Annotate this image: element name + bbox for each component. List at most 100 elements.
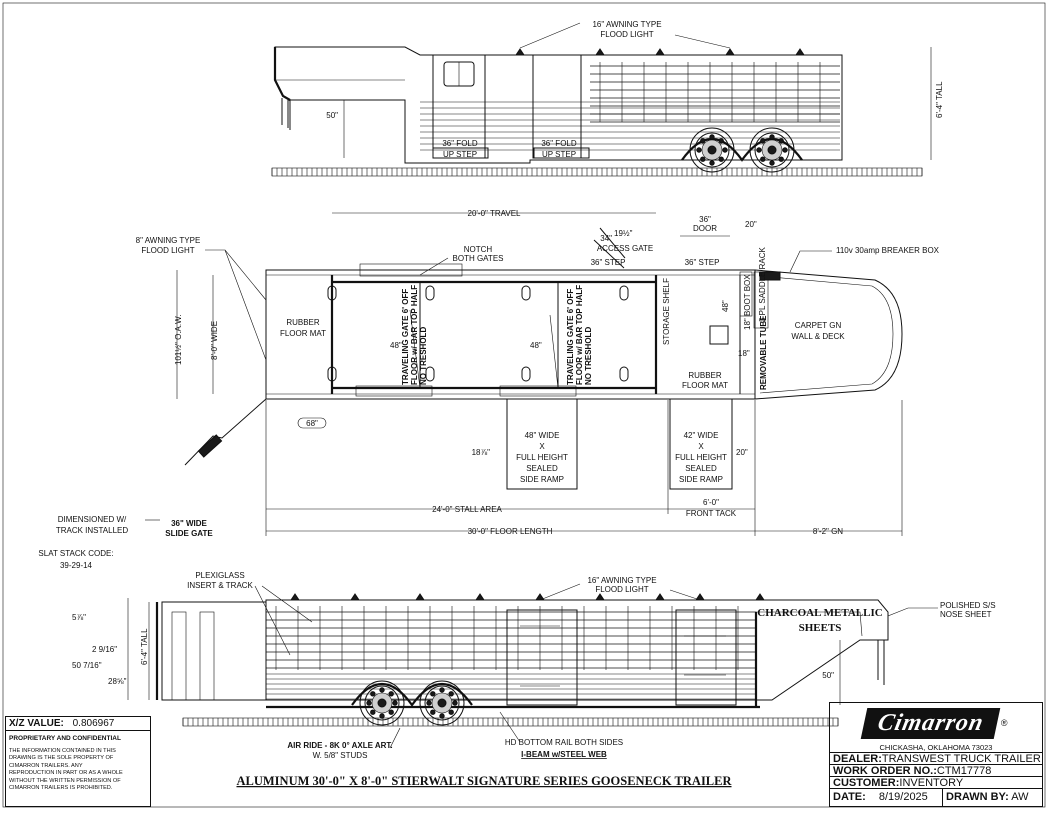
- slide-gate-b: SLIDE GATE: [165, 529, 213, 538]
- awning-plan-a: 8" AWNING TYPE: [136, 236, 201, 245]
- date-label: DATE:: [833, 791, 866, 803]
- dim-5-7-8: 5⅞": [72, 613, 86, 622]
- awning-bottom-b: FLOOD LIGHT: [595, 585, 648, 594]
- customer-label: CUSTOMER:: [833, 777, 900, 788]
- dim-19: 19½": [614, 229, 633, 238]
- dim-18-c: 18": [738, 349, 750, 358]
- polished-b: NOSE SHEET: [940, 610, 992, 619]
- slat-code-a: SLAT STACK CODE:: [38, 549, 113, 558]
- dealer-row: DEALER:TRANSWEST TRUCK TRAILER RV: [830, 752, 1042, 764]
- bottom-side-door-1: [506, 609, 578, 706]
- flood-top-label: FLOOD LIGHT: [600, 30, 653, 39]
- front-tack-a: 6'-0": [703, 498, 719, 507]
- door-36-a: 36": [699, 215, 711, 224]
- gate1-b: FLOOR w/ BAR TOP HALF: [410, 285, 419, 385]
- legal-line-4: REPRODUCTION IN PART OR AS A WHOLE: [9, 770, 123, 777]
- carpet-a: CARPET GN: [795, 321, 842, 330]
- slide-gate-a: 36" WIDE: [171, 519, 207, 528]
- top-elevation-view: 50" 6'-4" TALL 16" AWNING TYPE FLOOD LIG…: [271, 20, 944, 177]
- breaker-label: 110v 30amp BREAKER BOX: [836, 246, 940, 255]
- notch-a: NOTCH: [464, 245, 493, 254]
- tall-bottom: 6'-4" TALL: [140, 628, 149, 665]
- dim-2-9-16: 2 9/16": [92, 645, 117, 654]
- charcoal-a: CHARCOAL METALLIC: [757, 607, 882, 619]
- plan-view: RUBBER FLOOR MAT RUBBER FLOOR MAT CARPET…: [136, 209, 940, 536]
- dim-floor-length: 30'-0" FLOOR LENGTH: [468, 527, 553, 536]
- fold-step-2a: 36" FOLD: [541, 139, 577, 148]
- step-36-a: 36" STEP: [591, 258, 626, 267]
- dim-50-7-16: 50 7/16": [72, 661, 102, 670]
- plan-floor-outline: [265, 269, 756, 400]
- gate2-b: FLOOR w/ BAR TOP HALF: [575, 285, 584, 385]
- storage-label: STORAGE SHELF: [662, 278, 671, 345]
- rail-b: I-BEAM w/STEEL WEB: [521, 750, 607, 759]
- dim-34: 34": [600, 234, 612, 243]
- dim-50-top: 50": [326, 111, 338, 120]
- dim-48-b: 48": [530, 341, 542, 350]
- legal-box: X/Z VALUE: 0.806967 PROPRIETARY AND CONF…: [5, 716, 151, 807]
- work-order-label: WORK ORDER NO.:: [833, 765, 937, 776]
- dim-travel: 20'-0" TRAVEL: [468, 209, 522, 218]
- xz-label: X/Z VALUE:: [9, 718, 64, 729]
- work-order-value: CTM17778: [936, 765, 992, 776]
- dim-68: 68": [306, 419, 318, 428]
- air-ride-b: W. 5/8" STUDS: [313, 751, 368, 760]
- top-body-outline: [274, 46, 843, 164]
- xz-value: 0.806967: [72, 718, 115, 729]
- ramp2-e: SIDE RAMP: [679, 475, 723, 484]
- dim-48-c: 48": [721, 300, 730, 312]
- removable-tube: REMOVABLE TUBE: [759, 315, 768, 390]
- dim-gn: 8'-2" GN: [813, 527, 843, 536]
- drawing-title: ALUMINUM 30'-0" X 8'-0" STIERWALT SIGNAT…: [236, 774, 732, 788]
- location: CHICKASHA, OKLAHOMA 73023: [879, 743, 993, 752]
- notch-b: BOTH GATES: [453, 254, 504, 263]
- ramp2-a: 42" WIDE: [684, 431, 719, 440]
- gate2-c: NO TRESHOLD: [584, 327, 593, 385]
- rail-a: HD BOTTOM RAIL BOTH SIDES: [505, 738, 623, 747]
- legal-line-2: DRAWING IS THE SOLE PROPERTY OF: [9, 755, 114, 762]
- title-block: Cimarron ® CHICKASHA, OKLAHOMA 73023 DEA…: [829, 702, 1043, 807]
- dim-20-ramp: 20": [736, 448, 748, 457]
- date-row: DATE: 8/19/2025 DRAWN BY: AW: [830, 788, 1042, 806]
- ground-strip-bottom: [182, 717, 839, 727]
- rubber-b: RUBBER: [688, 371, 722, 380]
- boot-box: 18" BOOT BOX: [743, 274, 752, 330]
- bottom-body-outline: [265, 599, 889, 701]
- bottom-side-door-2: [675, 609, 737, 706]
- door-36-b: DOOR: [693, 224, 717, 233]
- date-value: 8/19/2025: [878, 791, 928, 803]
- ramp2-c: FULL HEIGHT: [675, 453, 727, 462]
- dim-28-5-8: 28⅝": [108, 677, 127, 686]
- fold-step-2b: UP STEP: [542, 150, 576, 159]
- gate1-a: TRAVELING GATE 6' OFF: [401, 289, 410, 385]
- dim-20-top: 20": [745, 220, 757, 229]
- gate2-a: TRAVELING GATE 6' OFF: [566, 289, 575, 385]
- dimensioned-b: TRACK INSTALLED: [56, 526, 129, 535]
- tall-top: 6'-4" TALL: [935, 81, 944, 118]
- ramp2-d: SEALED: [685, 464, 717, 473]
- dim-stall-area: 24'-0" STALL AREA: [432, 505, 502, 514]
- cimarron-logo: Cimarron ®: [830, 703, 1042, 743]
- carpet-b: WALL & DECK: [791, 332, 845, 341]
- dim-48-a: 48": [390, 341, 402, 350]
- legal-line-1: THE INFORMATION CONTAINED IN THIS: [9, 748, 116, 754]
- dimensioned-a: DIMENSIONED W/: [58, 515, 127, 524]
- legal-line-3: CIMARRON TRAILERS. ANY: [9, 762, 83, 769]
- customer-row: CUSTOMER:INVENTORY: [830, 776, 1042, 788]
- plan-gooseneck-outline: [754, 269, 903, 400]
- drawn-value: AW: [1011, 791, 1029, 803]
- plexi-b: INSERT & TRACK: [187, 581, 253, 590]
- ramp1-d: SEALED: [526, 464, 558, 473]
- fold-step-1b: UP STEP: [443, 150, 477, 159]
- plan-slide-gate: [184, 398, 267, 466]
- legal-heading: PROPRIETARY AND CONFIDENTIAL: [9, 735, 121, 742]
- slat-code-b: 39-29-14: [60, 561, 93, 570]
- dim-oaw: 101½" O.A.W.: [174, 315, 183, 365]
- rubber-a: RUBBER: [286, 318, 320, 327]
- fold-step-1a: 36" FOLD: [442, 139, 478, 148]
- awning-plan-b: FLOOD LIGHT: [141, 246, 194, 255]
- legal-line-5: WITHOUT THE WRITTEN PERMISSION OF: [9, 777, 121, 784]
